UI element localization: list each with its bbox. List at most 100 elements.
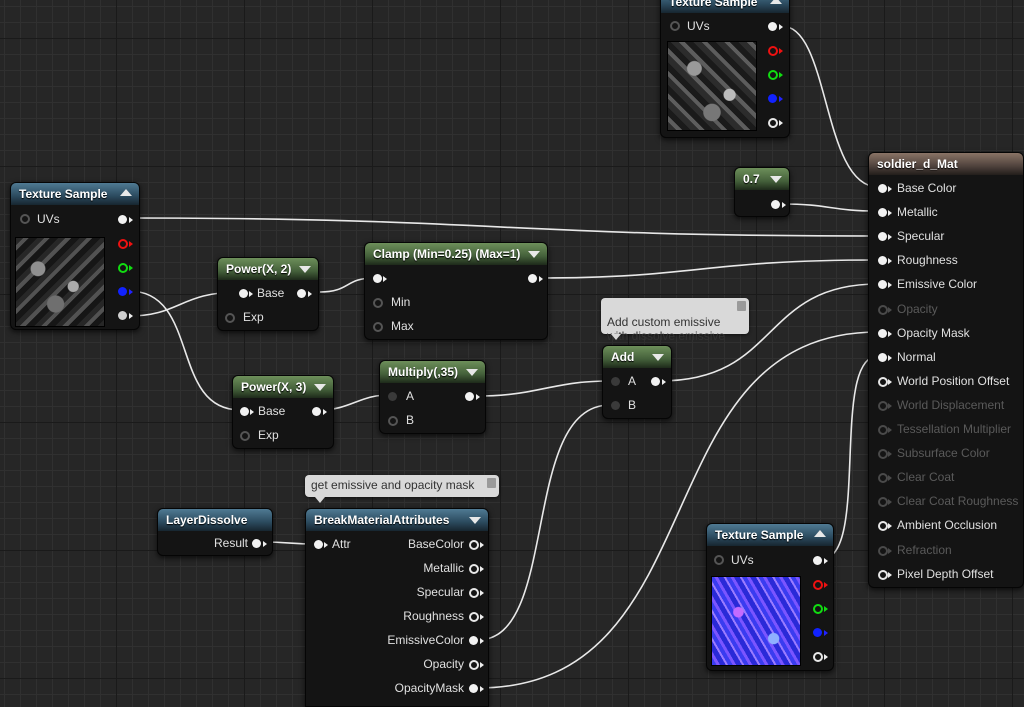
chevron-down-icon[interactable] [469,517,481,524]
chevron-down-icon[interactable] [314,384,326,391]
g-output-pin[interactable] [118,263,128,273]
node-header[interactable]: LayerDissolve [158,509,272,531]
chevron-down-icon[interactable] [299,266,311,273]
specular-input-pin[interactable] [878,232,887,242]
value-output-pin[interactable] [771,200,780,209]
world-displacement-input-pin[interactable] [878,400,888,411]
roughness-output-pin[interactable] [469,612,479,622]
emissivecolor-output-pin[interactable] [469,636,478,645]
attr-input-pin[interactable] [314,540,323,549]
chevron-down-icon[interactable] [770,176,782,183]
node-header[interactable]: BreakMaterialAttributes [306,509,488,531]
chevron-down-icon[interactable] [528,251,540,258]
triangle-up-icon[interactable] [770,0,782,4]
node-header[interactable]: soldier_d_Mat [869,153,1023,175]
b-output-pin[interactable] [768,94,777,103]
uvs-input-pin[interactable] [20,214,30,224]
g-output-pin[interactable] [768,70,778,80]
result-output-pin[interactable] [252,539,261,548]
specular-output-label: Specular [416,585,464,599]
chevron-down-icon[interactable] [652,354,664,361]
break-comment-bubble[interactable]: get emissive and opacity mask [305,475,499,503]
clear-coat-roughness-input-pin[interactable] [878,497,888,508]
max-input-pin[interactable] [373,322,383,332]
specular-output-pin[interactable] [469,588,479,598]
triangle-up-icon[interactable] [120,189,132,196]
value-input-pin[interactable] [373,274,382,283]
node-header[interactable]: Add [603,346,671,368]
clamp-node[interactable]: Clamp (Min=0.25) (Max=1) Min Max [364,242,548,340]
a-input-pin[interactable] [611,377,620,386]
ambient-occlusion-input-pin[interactable] [878,521,888,532]
layer-dissolve-node[interactable]: LayerDissolve Result [157,508,273,556]
base-input-pin[interactable] [239,289,248,298]
power2-node[interactable]: Power(X, 2) Base Exp [217,257,319,331]
chevron-down-icon[interactable] [466,369,478,376]
metallic-input-pin[interactable] [878,208,887,218]
node-header[interactable]: Multiply(,35) [380,361,485,383]
world-position-offset-input-pin[interactable] [878,376,888,387]
add-node[interactable]: Add A B [602,345,672,419]
subsurface-color-input-pin[interactable] [878,449,888,460]
normal-input-pin[interactable] [878,352,887,362]
b-input-pin[interactable] [388,416,398,426]
exp-input-pin[interactable] [240,431,250,441]
result-output-pin[interactable] [528,274,537,283]
break-material-attributes-node[interactable]: BreakMaterialAttributes Attr BaseColor M… [305,508,489,707]
b-output-pin[interactable] [118,287,127,296]
node-header[interactable]: Texture Sample [707,524,833,546]
result-output-pin[interactable] [297,289,306,298]
constant-node[interactable]: 0.7 [734,167,790,217]
a-output-pin[interactable] [768,118,778,128]
a-output-pin[interactable] [813,652,823,662]
opacitymask-output-pin[interactable] [469,684,478,693]
tessellation-multiplier-input-pin[interactable] [878,425,888,435]
b-output-pin[interactable] [813,628,822,637]
r-output-pin[interactable] [118,239,128,249]
base-color-input-pin[interactable] [878,184,887,193]
texture-sample-top-node[interactable]: Texture Sample UVs [660,0,790,138]
a-input-pin[interactable] [388,392,397,401]
node-header[interactable]: Power(X, 2) [218,258,318,280]
roughness-input-pin[interactable] [878,256,887,266]
multiply-node[interactable]: Multiply(,35) A B [379,360,486,434]
emissive-color-input-pin[interactable] [878,280,887,290]
base-input-pin[interactable] [240,407,249,416]
node-header[interactable]: 0.7 [735,168,789,190]
triangle-up-icon[interactable] [814,530,826,537]
rgb-output-pin[interactable] [768,22,777,31]
texture-sample-bottom-node[interactable]: Texture Sample UVs [706,523,834,671]
node-header[interactable]: Texture Sample [661,0,789,13]
a-output-pin[interactable] [118,311,127,320]
pixel-depth-offset-input-pin[interactable] [878,569,888,580]
b-input-pin[interactable] [611,401,620,410]
opacity-output-pin[interactable] [469,660,479,670]
min-input-pin[interactable] [373,298,383,308]
result-output-pin[interactable] [312,407,321,416]
opacity-mask-input-pin[interactable] [878,328,887,338]
clear-coat-input-pin[interactable] [878,473,888,484]
opacity-input-pin[interactable] [878,304,888,315]
rgb-output-pin[interactable] [813,556,822,565]
basecolor-output-pin[interactable] [469,540,479,550]
refraction-input-pin[interactable] [878,545,888,556]
rgb-output-pin[interactable] [118,215,127,224]
g-output-pin[interactable] [813,604,823,614]
node-header[interactable]: Power(X, 3) [233,376,333,398]
comment-icon[interactable] [487,478,496,488]
r-output-pin[interactable] [768,46,778,56]
add-comment-bubble[interactable]: Add custom emissive with dissolve emissi… [601,298,749,343]
uvs-input-pin[interactable] [670,21,680,31]
result-output-pin[interactable] [651,377,660,386]
r-output-pin[interactable] [813,580,823,590]
texture-sample-left-node[interactable]: Texture Sample UVs [10,182,140,330]
metallic-output-pin[interactable] [469,564,479,574]
node-header[interactable]: Clamp (Min=0.25) (Max=1) [365,243,547,265]
uvs-input-pin[interactable] [714,555,724,565]
node-header[interactable]: Texture Sample [11,183,139,205]
exp-input-pin[interactable] [225,313,235,323]
result-output-pin[interactable] [465,392,474,401]
power3-node[interactable]: Power(X, 3) Base Exp [232,375,334,449]
comment-icon[interactable] [737,301,746,311]
